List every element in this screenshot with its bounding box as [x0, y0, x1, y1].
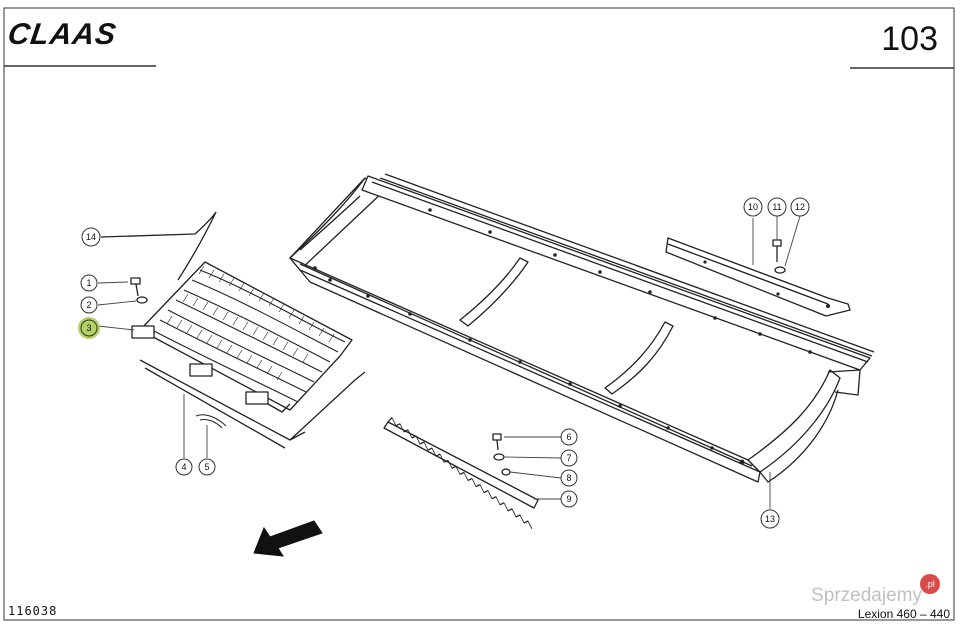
- callout-14: 14: [81, 227, 101, 247]
- callout-13: 13: [760, 509, 780, 529]
- leader-2: [97, 300, 137, 306]
- svg-text:10: 10: [748, 202, 758, 212]
- leader-12: [784, 215, 801, 267]
- leader-7: [504, 456, 562, 459]
- callout-5: 5: [198, 458, 216, 476]
- bolt-1: [130, 277, 141, 297]
- watermark-badge: .pl: [920, 574, 940, 594]
- washer-2: [136, 296, 148, 304]
- callout-9: 9: [560, 490, 578, 508]
- pin-5: [195, 414, 227, 429]
- callout-2: 2: [80, 296, 98, 314]
- callout-7: 7: [560, 449, 578, 467]
- callout-1: 1: [80, 274, 98, 292]
- nut-8: [501, 468, 511, 476]
- svg-text:7: 7: [566, 453, 571, 463]
- leader-8: [509, 471, 562, 479]
- svg-text:6: 6: [566, 432, 571, 442]
- callouts: 1 2 3 4 5 6 7 8 9 10 11 12 13 14: [80, 197, 810, 529]
- main-trough-frame: [289, 173, 875, 483]
- curve-14: [177, 211, 217, 281]
- svg-text:12: 12: [795, 202, 805, 212]
- svg-text:5: 5: [204, 462, 209, 472]
- svg-text:9: 9: [566, 494, 571, 504]
- document-number: 116038: [8, 604, 58, 618]
- svg-text:4: 4: [181, 462, 186, 472]
- washer-12: [774, 266, 786, 274]
- model-label: Lexion 460 – 440: [857, 607, 950, 621]
- svg-text:8: 8: [566, 473, 571, 483]
- callout-3: 3: [80, 319, 98, 337]
- svg-text:2: 2: [86, 300, 91, 310]
- page-number: 103: [881, 20, 938, 58]
- concave-grate: [131, 261, 366, 449]
- bolt-11: [772, 239, 782, 262]
- callout-10: 10: [743, 197, 763, 217]
- callout-11: 11: [767, 197, 787, 217]
- leader-3: [97, 325, 135, 331]
- svg-text:14: 14: [86, 232, 96, 242]
- svg-text:13: 13: [765, 514, 775, 524]
- callout-4: 4: [175, 458, 193, 476]
- rake-bar: [383, 417, 539, 530]
- callout-12: 12: [790, 197, 810, 217]
- cover-strip: [665, 237, 851, 317]
- direction-arrow: [253, 520, 323, 557]
- sheet-border: [3, 7, 955, 621]
- svg-text:11: 11: [772, 202, 781, 212]
- leader-14: [100, 211, 217, 238]
- bolt-6: [492, 433, 502, 451]
- callout-6: 6: [560, 428, 578, 446]
- svg-text:3: 3: [86, 323, 91, 333]
- svg-text:1: 1: [86, 278, 91, 288]
- leader-1: [97, 281, 129, 284]
- watermark-text: Sprzedajemy: [811, 585, 922, 606]
- washer-7: [493, 453, 505, 461]
- callout-8: 8: [560, 469, 578, 487]
